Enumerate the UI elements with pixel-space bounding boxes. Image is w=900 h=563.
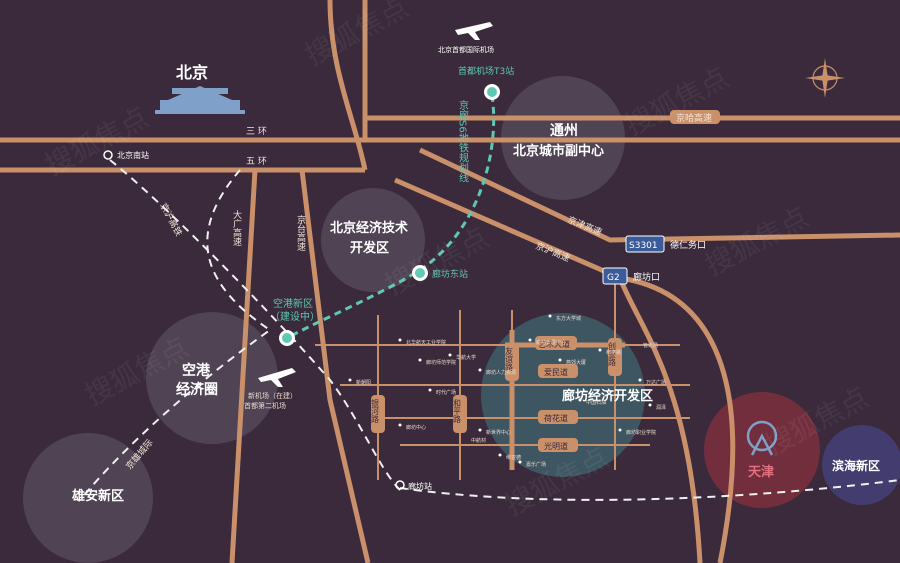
aimin-label: 爱民道	[544, 367, 568, 377]
poi-label: 廊坊职业学院	[626, 429, 656, 436]
t3-station-label: 首都机场T3站	[458, 65, 514, 77]
poi-label: 中国石油	[586, 399, 606, 406]
poi-label: 嘉乐广场	[526, 461, 546, 468]
yizhuang-label-2: 开发区	[350, 240, 389, 256]
daxing-airport-label-1: 新机场（在建）	[248, 391, 297, 400]
poi-label: 润泽	[656, 404, 666, 411]
poi-label: 中航材	[471, 437, 486, 444]
poi-label: 管道局	[643, 342, 658, 349]
langfang-exit-label: 廊坊口	[633, 271, 660, 283]
tongzhou-label-1: 通州	[550, 123, 578, 139]
langfang-east-label: 廊坊东站	[432, 268, 468, 280]
tianjin-label: 天津	[748, 464, 774, 480]
beijing-label: 北京	[176, 63, 208, 82]
yizhuang-label-1: 北京经济技术	[330, 220, 408, 236]
poi-labels: 东方大学城北华航天工业学院廊坊师范学院华航大学廊坊人力资源和平路燕郊大厦万达广场…	[356, 315, 666, 468]
tongzhou-label-2: 北京城市副中心	[513, 143, 604, 159]
chuangye-label: 创业路	[608, 341, 617, 366]
poi-label: 廊坊人力资源	[486, 369, 516, 376]
daguang-road	[229, 169, 258, 563]
binhai-area	[822, 425, 900, 505]
airport-econ-label-1: 空港	[182, 362, 211, 379]
rail-station-icon	[103, 150, 405, 490]
jingtai-label: 京台高速	[295, 214, 306, 252]
poi-label: 东方大学城	[556, 315, 581, 322]
tiananmen-icon	[155, 86, 245, 114]
binhai-label: 滨海新区	[832, 458, 880, 473]
jinghu-label: 京沪高速	[534, 240, 572, 265]
airport-zone-label-2: （建设中）	[270, 310, 320, 323]
airport-capital-label: 北京首都国际机场	[438, 45, 494, 54]
ring5-label: 五 环	[246, 156, 267, 167]
jinghu-rail	[109, 159, 401, 491]
heping-label: 和平路	[453, 399, 462, 423]
guangming-label: 光明道	[544, 441, 568, 451]
ring3-label: 三 环	[246, 126, 267, 137]
daguang-label: 大广高速	[231, 209, 242, 247]
langfang-tianjin-rail	[399, 479, 900, 501]
jingha-label: 京哈高速	[676, 112, 712, 124]
jingtai-road	[299, 169, 371, 563]
xiongan-label: 雄安新区	[71, 488, 124, 504]
poi-label: 时代广场	[436, 389, 456, 396]
poi-label: 万达广场	[646, 379, 666, 386]
tianjin-eye-icon	[746, 420, 778, 456]
poi-label: 新朝阳	[356, 379, 371, 386]
airport-econ-label-2: 经济圈	[176, 381, 218, 398]
airport-zone-label-1: 空港新区	[273, 297, 313, 310]
s3301-label: S3301	[629, 241, 658, 251]
poi-label: 燕郊大厦	[566, 359, 586, 366]
metro-station-icon	[279, 84, 500, 346]
youyi-label: 友谊路	[505, 346, 514, 371]
langfang-zone-area	[481, 313, 645, 477]
g2-label: G2	[607, 273, 620, 283]
derenwu-label: 德仁务口	[670, 239, 706, 251]
jinghu-rail-label: 京沪高铁	[157, 201, 185, 238]
road-pills	[371, 110, 720, 452]
daxing-airport-label-2: 首都第二机场	[244, 401, 286, 410]
plane-icon	[258, 22, 493, 387]
poi-label: 和平路	[606, 349, 621, 356]
yishu-label: 艺术大道	[538, 339, 570, 349]
s3301-badge-bg	[625, 235, 665, 253]
ring-arc	[327, 0, 368, 171]
metro-line-label: 京廊S6地铁规划线	[457, 99, 469, 183]
hehua-label: 荷花道	[544, 413, 568, 423]
poi-label: 北华航天工业学院	[406, 339, 446, 346]
poi-label: 廊坊会展中心	[536, 339, 566, 346]
beijing-south-label: 北京南站	[117, 150, 149, 160]
langfang-station-label: 廊坊站	[408, 481, 432, 491]
g2-badge-bg	[602, 267, 628, 285]
yinhe-label: 银河路	[371, 398, 380, 423]
jingjin-label: 京津高速	[566, 214, 604, 239]
poi-label: 廊坊中心	[406, 424, 426, 431]
yizhuang-area	[321, 188, 425, 292]
xiongan-area	[23, 433, 153, 563]
poi-dots	[348, 314, 652, 464]
compass-icon	[805, 58, 845, 98]
jingjin-road	[418, 147, 900, 243]
jinghu-road	[394, 177, 736, 563]
poi-label: 华航大学	[456, 354, 476, 361]
poi-label: 维亚德	[506, 454, 521, 461]
langfang-zone-label: 廊坊经济开发区	[562, 388, 653, 404]
poi-label: 新世界中心	[486, 429, 511, 436]
poi-label: 廊坊师范学院	[426, 359, 456, 366]
jingxiong-rail	[79, 169, 272, 501]
